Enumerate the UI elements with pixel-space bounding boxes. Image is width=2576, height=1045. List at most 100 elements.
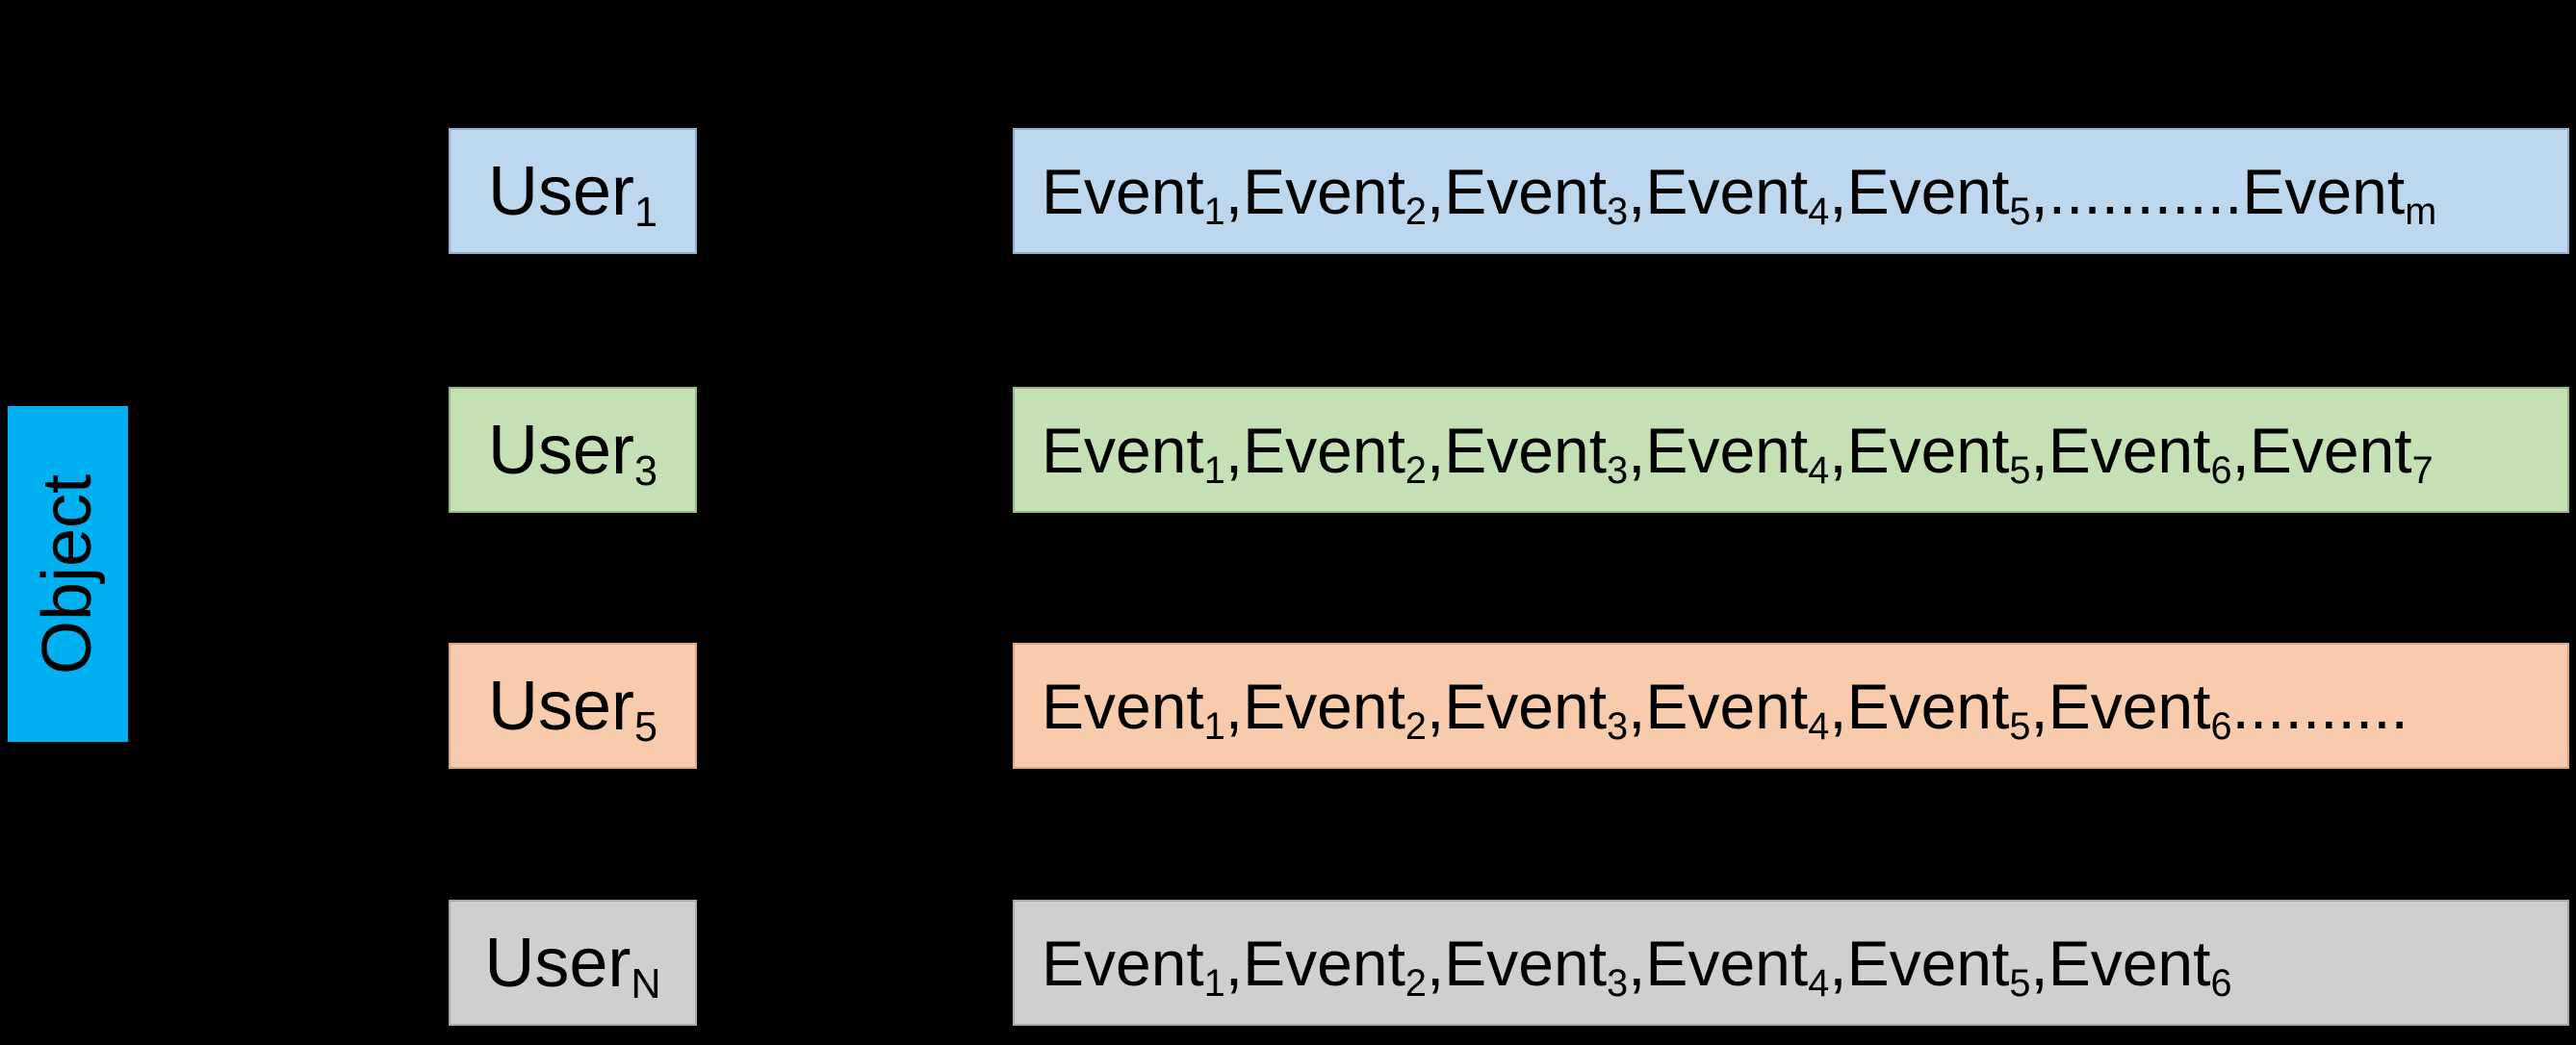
event-sequence-bar-3: Event1, Event2, Event3, Event4, Event5, … — [1013, 387, 2569, 513]
event-separator: ,........... — [2030, 155, 2243, 227]
event-token-subscript: 2 — [1404, 961, 1427, 1005]
event-sequence-bar-1: Event1, Event2, Event3, Event4, Event5,.… — [1013, 128, 2569, 254]
event-sequence-bar-5: Event1, Event2, Event3, Event4, Event5, … — [1013, 643, 2569, 769]
event-separator: , — [1224, 670, 1244, 742]
user-label: User3 — [488, 416, 657, 493]
event-token: Event1 — [1042, 419, 1225, 490]
event-token: Event6 — [2048, 675, 2232, 746]
user-label-base: User — [484, 924, 631, 1002]
event-separator: , — [1628, 927, 1646, 999]
user-label-base: User — [487, 667, 634, 745]
user-label: User1 — [488, 157, 657, 234]
event-token: Event3 — [1444, 931, 1628, 1003]
event-sequence-bar-N: Event1, Event2, Event3, Event4, Event5, … — [1013, 900, 2569, 1026]
event-token-base: Event — [1645, 927, 1809, 999]
event-token-subscript: 4 — [1808, 448, 1830, 492]
event-separator: , — [1829, 670, 1847, 742]
event-token-subscript: 3 — [1607, 961, 1629, 1005]
user-label-subscript: 1 — [633, 189, 658, 236]
event-token-subscript: 5 — [2009, 448, 2031, 492]
event-token-subscript: 3 — [1607, 704, 1629, 748]
event-separator: , — [2030, 927, 2048, 999]
event-token-subscript: 7 — [2411, 448, 2434, 492]
event-token: Event4 — [1645, 160, 1829, 231]
event-token: Event4 — [1645, 675, 1829, 746]
event-token-subscript: 2 — [1404, 448, 1427, 492]
event-token-base: Event — [1846, 155, 2010, 227]
user-label-base: User — [487, 411, 634, 489]
event-token-base: Event — [2249, 414, 2412, 486]
event-token-base: Event — [2048, 927, 2211, 999]
event-token: Eventm — [2242, 160, 2436, 231]
event-token-base: Event — [1243, 155, 1405, 227]
event-token-subscript: m — [2405, 190, 2437, 233]
event-token-base: Event — [1846, 670, 2010, 742]
user-box-N: UserN — [449, 900, 697, 1026]
event-token-base: Event — [1243, 670, 1405, 742]
event-token-subscript: 6 — [2210, 961, 2232, 1005]
event-token-base: Event — [1444, 155, 1608, 227]
event-token: Event1 — [1042, 675, 1225, 746]
event-token: Event5 — [1847, 419, 2031, 490]
event-token-base: Event — [2242, 155, 2406, 227]
event-token-base: Event — [1444, 927, 1608, 999]
event-separator: , — [1628, 670, 1646, 742]
event-token-subscript: 6 — [2210, 448, 2232, 492]
user-label: User5 — [488, 672, 657, 749]
event-token-base: Event — [1444, 414, 1608, 486]
event-token-subscript: 5 — [2009, 704, 2031, 748]
event-token-base: Event — [1243, 927, 1405, 999]
user-box-3: User3 — [449, 387, 697, 513]
event-token-subscript: 3 — [1607, 448, 1629, 492]
event-token: Event3 — [1444, 160, 1628, 231]
object-box: Object — [8, 406, 128, 742]
event-token-subscript: 5 — [2009, 190, 2031, 233]
event-separator: , — [1628, 414, 1646, 486]
event-separator: , — [2030, 670, 2048, 742]
event-token-base: Event — [1846, 927, 2010, 999]
user-box-1: User1 — [449, 128, 697, 254]
event-token-subscript: 1 — [1203, 448, 1225, 492]
event-token-base: Event — [1846, 414, 2010, 486]
user-box-5: User5 — [449, 643, 697, 769]
event-token-subscript: 5 — [2009, 961, 2031, 1005]
event-token-subscript: 4 — [1808, 704, 1830, 748]
event-separator: , — [1829, 155, 1847, 227]
event-separator: , — [1426, 155, 1445, 227]
event-token: Event2 — [1243, 160, 1427, 231]
event-separator: , — [1829, 414, 1847, 486]
event-token-subscript: 4 — [1808, 961, 1830, 1005]
event-token: Event5 — [1847, 931, 2031, 1003]
event-separator: , — [1426, 414, 1445, 486]
event-token: Event6 — [2048, 931, 2232, 1003]
user-label-subscript: 5 — [633, 703, 658, 751]
event-separator: , — [1224, 414, 1244, 486]
event-token-base: Event — [1645, 414, 1809, 486]
event-token-subscript: 6 — [2210, 704, 2232, 748]
event-token-subscript: 1 — [1203, 961, 1225, 1005]
event-separator: , — [1829, 927, 1847, 999]
event-separator: , — [2030, 414, 2048, 486]
event-separator: , — [1426, 670, 1445, 742]
event-token-base: Event — [2048, 670, 2211, 742]
event-token: Event3 — [1444, 675, 1628, 746]
event-token-base: Event — [2048, 414, 2211, 486]
user-label-subscript: 3 — [633, 447, 658, 495]
event-token: Event6 — [2048, 419, 2232, 490]
event-token-base: Event — [1243, 414, 1405, 486]
user-label: UserN — [484, 929, 660, 1006]
event-token-base: Event — [1444, 670, 1608, 742]
event-token: Event2 — [1243, 675, 1427, 746]
event-token: Event4 — [1645, 931, 1829, 1003]
event-token-subscript: 4 — [1808, 190, 1830, 233]
event-token-base: Event — [1042, 414, 1204, 486]
event-token-base: Event — [1042, 155, 1204, 227]
event-separator: , — [2231, 414, 2250, 486]
event-token: Event3 — [1444, 419, 1628, 490]
event-token-subscript: 3 — [1607, 190, 1629, 233]
object-label: Object — [29, 473, 107, 675]
event-token: Event1 — [1042, 931, 1225, 1003]
event-token: Event5 — [1847, 675, 2031, 746]
event-separator: , — [1628, 155, 1646, 227]
